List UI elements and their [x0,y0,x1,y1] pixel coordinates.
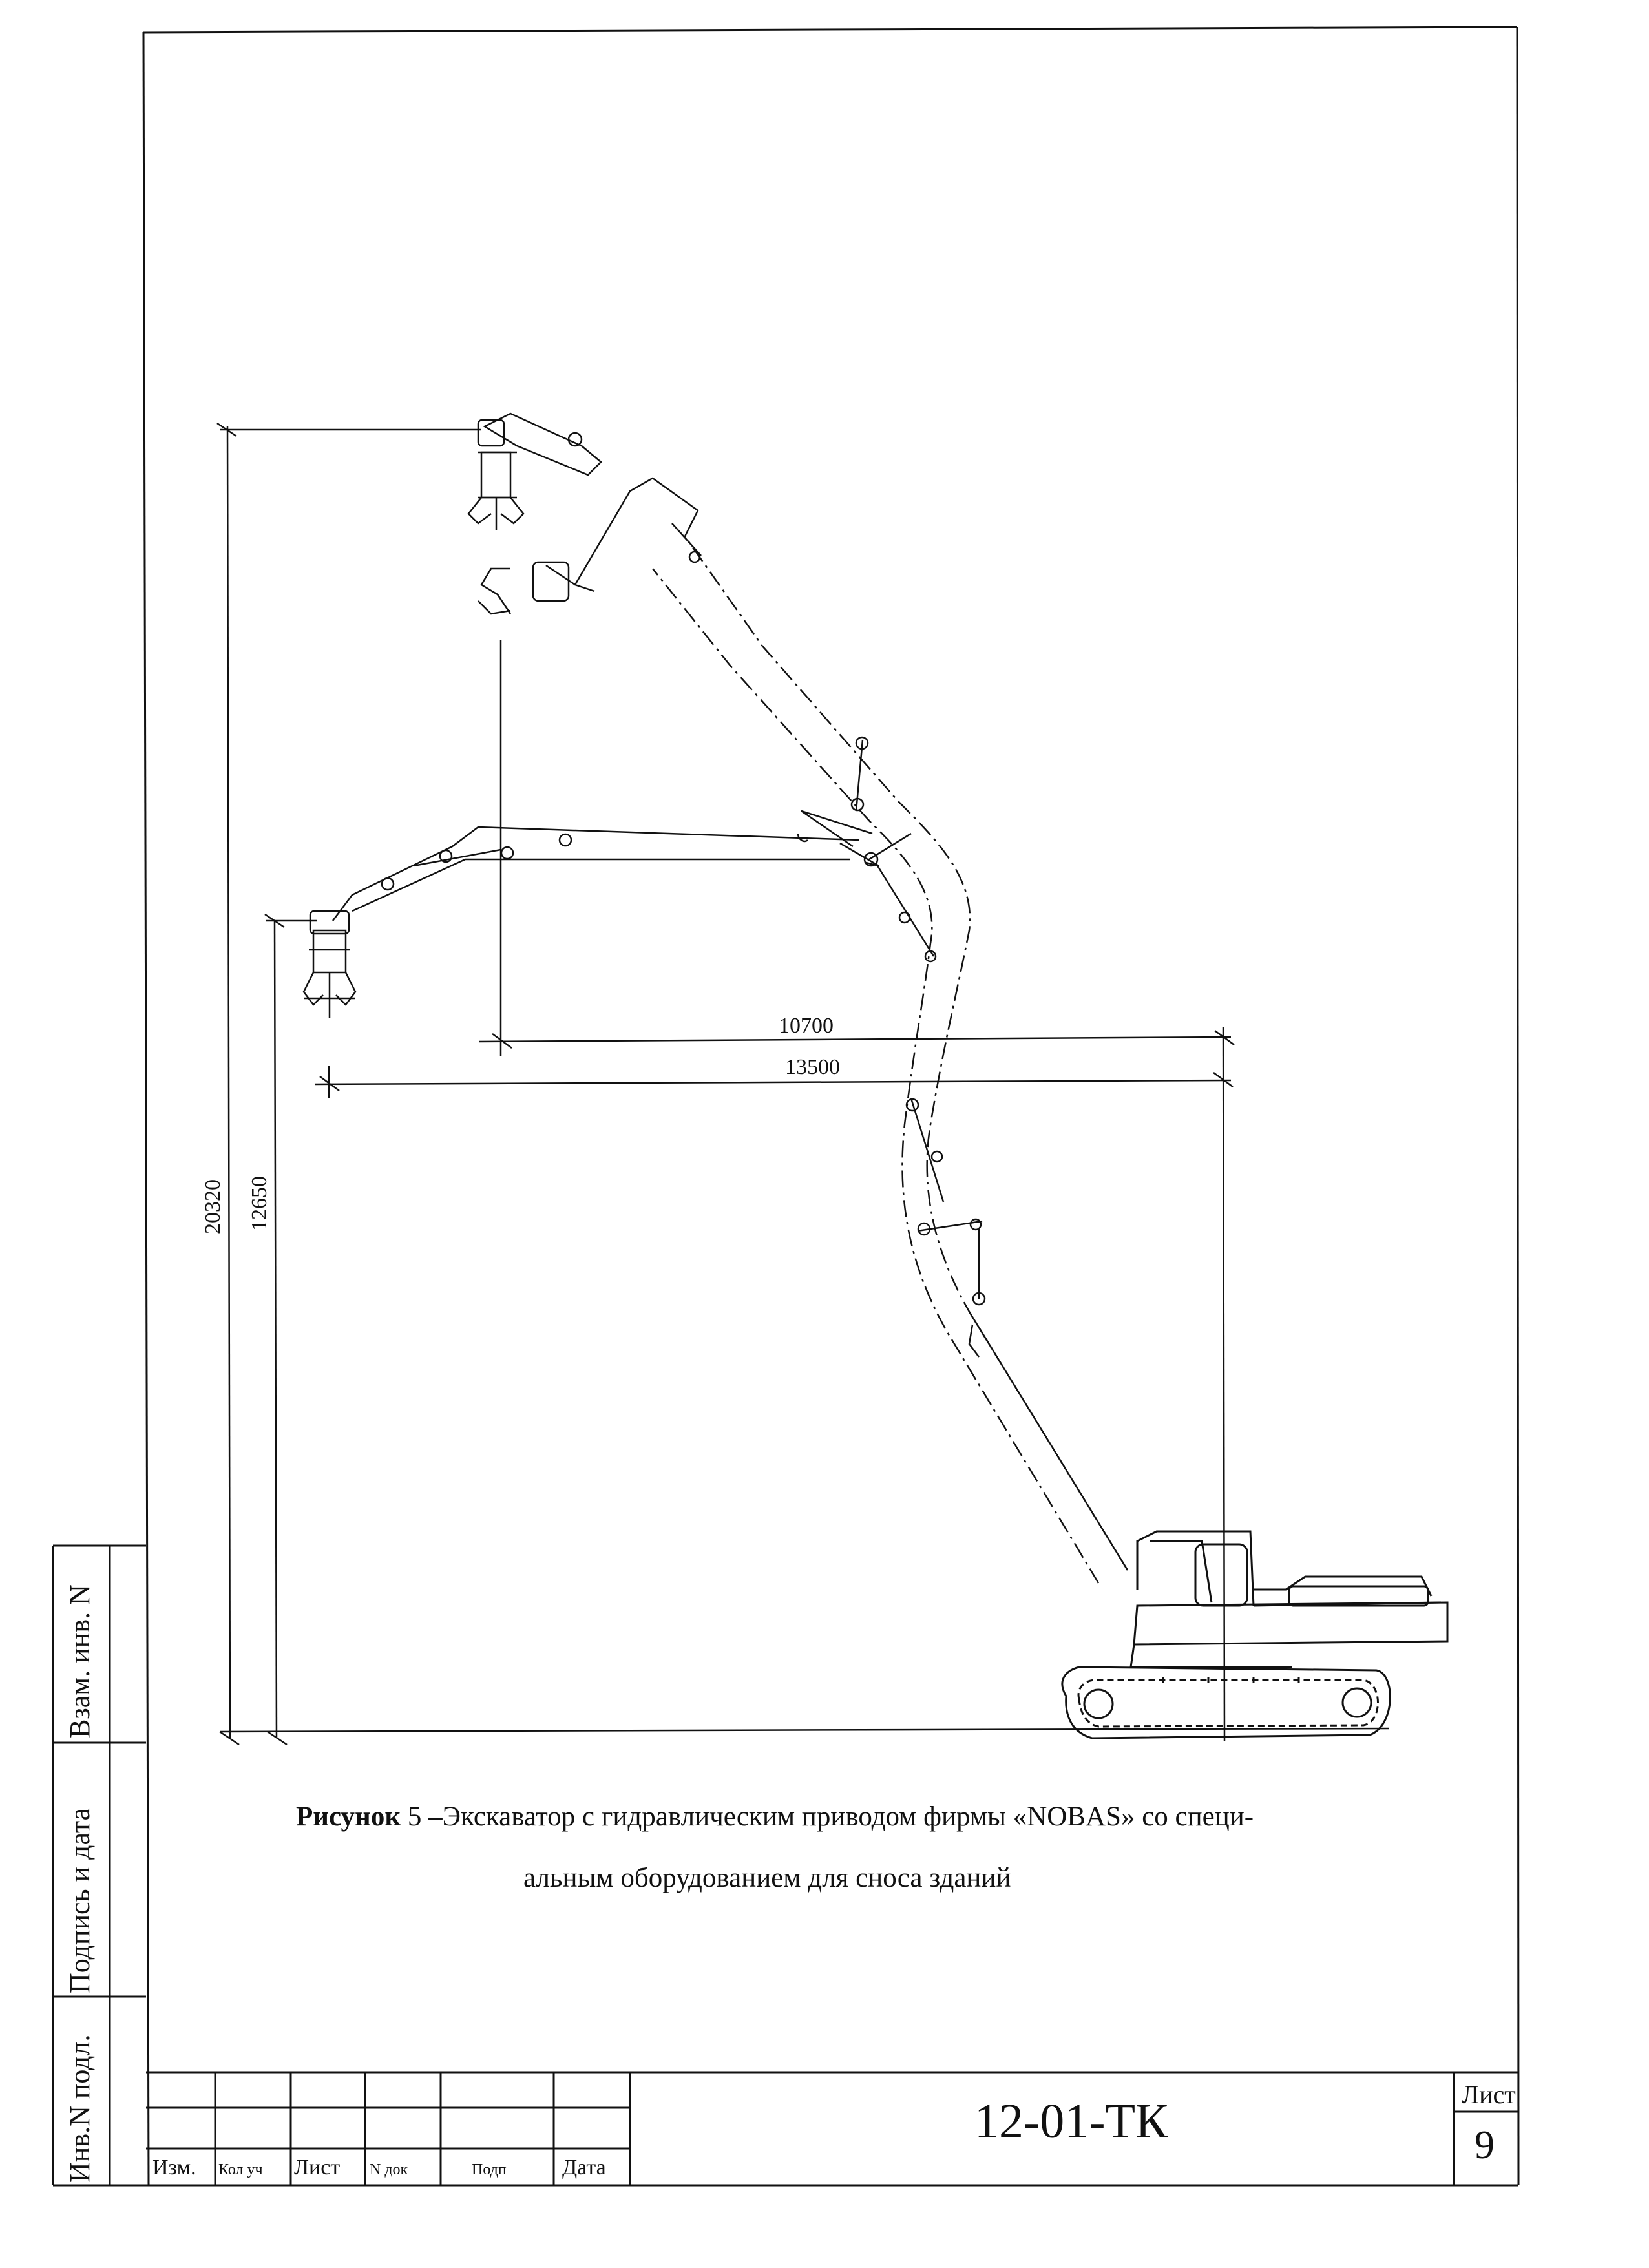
dim-text-12650: 12650 [247,1176,271,1231]
title-block-grid [146,2071,1518,2185]
dim-line-10700 [479,1036,1232,1043]
dim-line-20320 [226,426,231,1739]
stamp-podpis-data: Подпись и дата [64,1807,96,1993]
tb-col-n-dok: N док [370,2161,408,2178]
caption-text-line1: –Экскаватор с гидравлическим приводом фи… [421,1801,1254,1832]
sheet-label: Лист [1462,2080,1516,2109]
dim-text-20320: 20320 [201,1179,225,1234]
tb-col-kol-uch: Кол уч [218,2161,263,2178]
dim-line-13500 [315,1079,1232,1086]
tb-col-data: Дата [562,2156,606,2179]
figure-caption-line2: альным оборудованием для сноса зданий [523,1863,1011,1893]
tb-col-izm: Изм. [152,2156,196,2179]
boom-cylinders [850,736,986,1358]
upper-grab-attachment [467,412,602,530]
excavator-body [1061,1530,1449,1739]
dimension-lines [216,422,1390,1746]
sheet-number: 9 [1475,2123,1495,2167]
sheet-frame [53,26,1520,2187]
figure-caption-line1: Рисунок 5 –Экскаватор с гидравлическим п… [296,1803,1254,1831]
caption-label: Рисунок [296,1801,401,1832]
stamp-vzam-inv: Взам. инв. N [64,1584,96,1738]
dim-text-13500: 13500 [785,1055,840,1079]
stamp-inv-podl: Инв.N подл. [64,2034,96,2183]
boom-upper-solid [478,477,1129,1571]
boom-upper-position [652,536,1129,1584]
tb-col-list: Лист [294,2156,341,2179]
document-code: 12-01-ТК [974,2094,1168,2148]
caption-number: 5 [407,1801,422,1832]
dim-text-10700: 10700 [779,1014,834,1038]
boom-lower-position [302,810,879,1018]
dim-line-12650 [273,920,278,1739]
tb-col-podp: Подп [472,2161,507,2178]
side-stamp-grid [52,1544,146,2185]
